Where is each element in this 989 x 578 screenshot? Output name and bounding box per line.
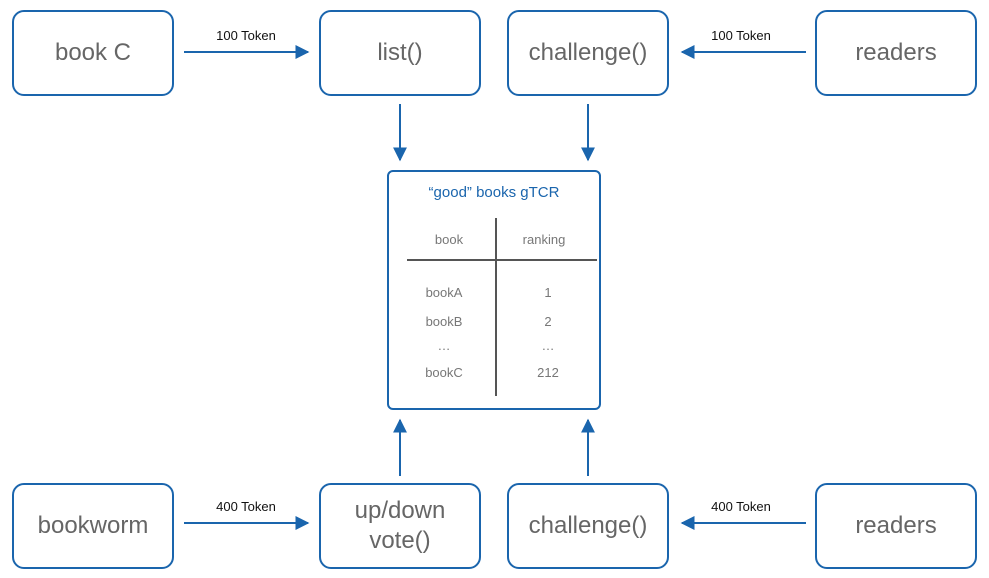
vote-label-line1: up/down [354,497,446,524]
readers-top-node: readers [815,10,977,96]
top-left-arrow-label: 100 Token [216,28,276,43]
book-c-label: book C [54,39,132,66]
top-right-arrow-label: 100 Token [711,28,771,43]
good-books-registry: “good” books gTCR book ranking bookA 1 b… [387,170,601,410]
table-cell-ranking: … [541,338,555,353]
book-c-node: book C [12,10,174,96]
table-cell-ranking: 2 [544,314,552,329]
table-cell-book: bookC [425,365,463,380]
bookworm-label: bookworm [37,512,149,539]
readers-bottom-node: readers [815,483,977,569]
registry-header-divider [407,259,597,261]
bookworm-node: bookworm [12,483,174,569]
vote-label-line2: vote() [369,527,431,554]
table-cell-book: bookB [425,314,463,329]
vote-node: up/down vote() [319,483,481,569]
table-cell-ranking: 1 [544,285,552,300]
table-cell-book: … [437,338,451,353]
column-header-ranking: ranking [522,232,566,247]
challenge-bottom-node: challenge() [507,483,669,569]
bottom-right-arrow-label: 400 Token [711,499,771,514]
readers-bottom-label: readers [855,512,937,539]
registry-column-divider [495,218,497,396]
challenge-top-label: challenge() [528,39,648,66]
bottom-left-arrow-label: 400 Token [216,499,276,514]
challenge-bottom-label: challenge() [528,512,648,539]
list-label: list() [377,39,423,66]
table-cell-book: bookA [425,285,463,300]
column-header-book: book [434,232,464,247]
challenge-top-node: challenge() [507,10,669,96]
list-node: list() [319,10,481,96]
table-cell-ranking: 212 [537,365,559,380]
registry-title: “good” books gTCR [428,184,560,201]
readers-top-label: readers [855,39,937,66]
